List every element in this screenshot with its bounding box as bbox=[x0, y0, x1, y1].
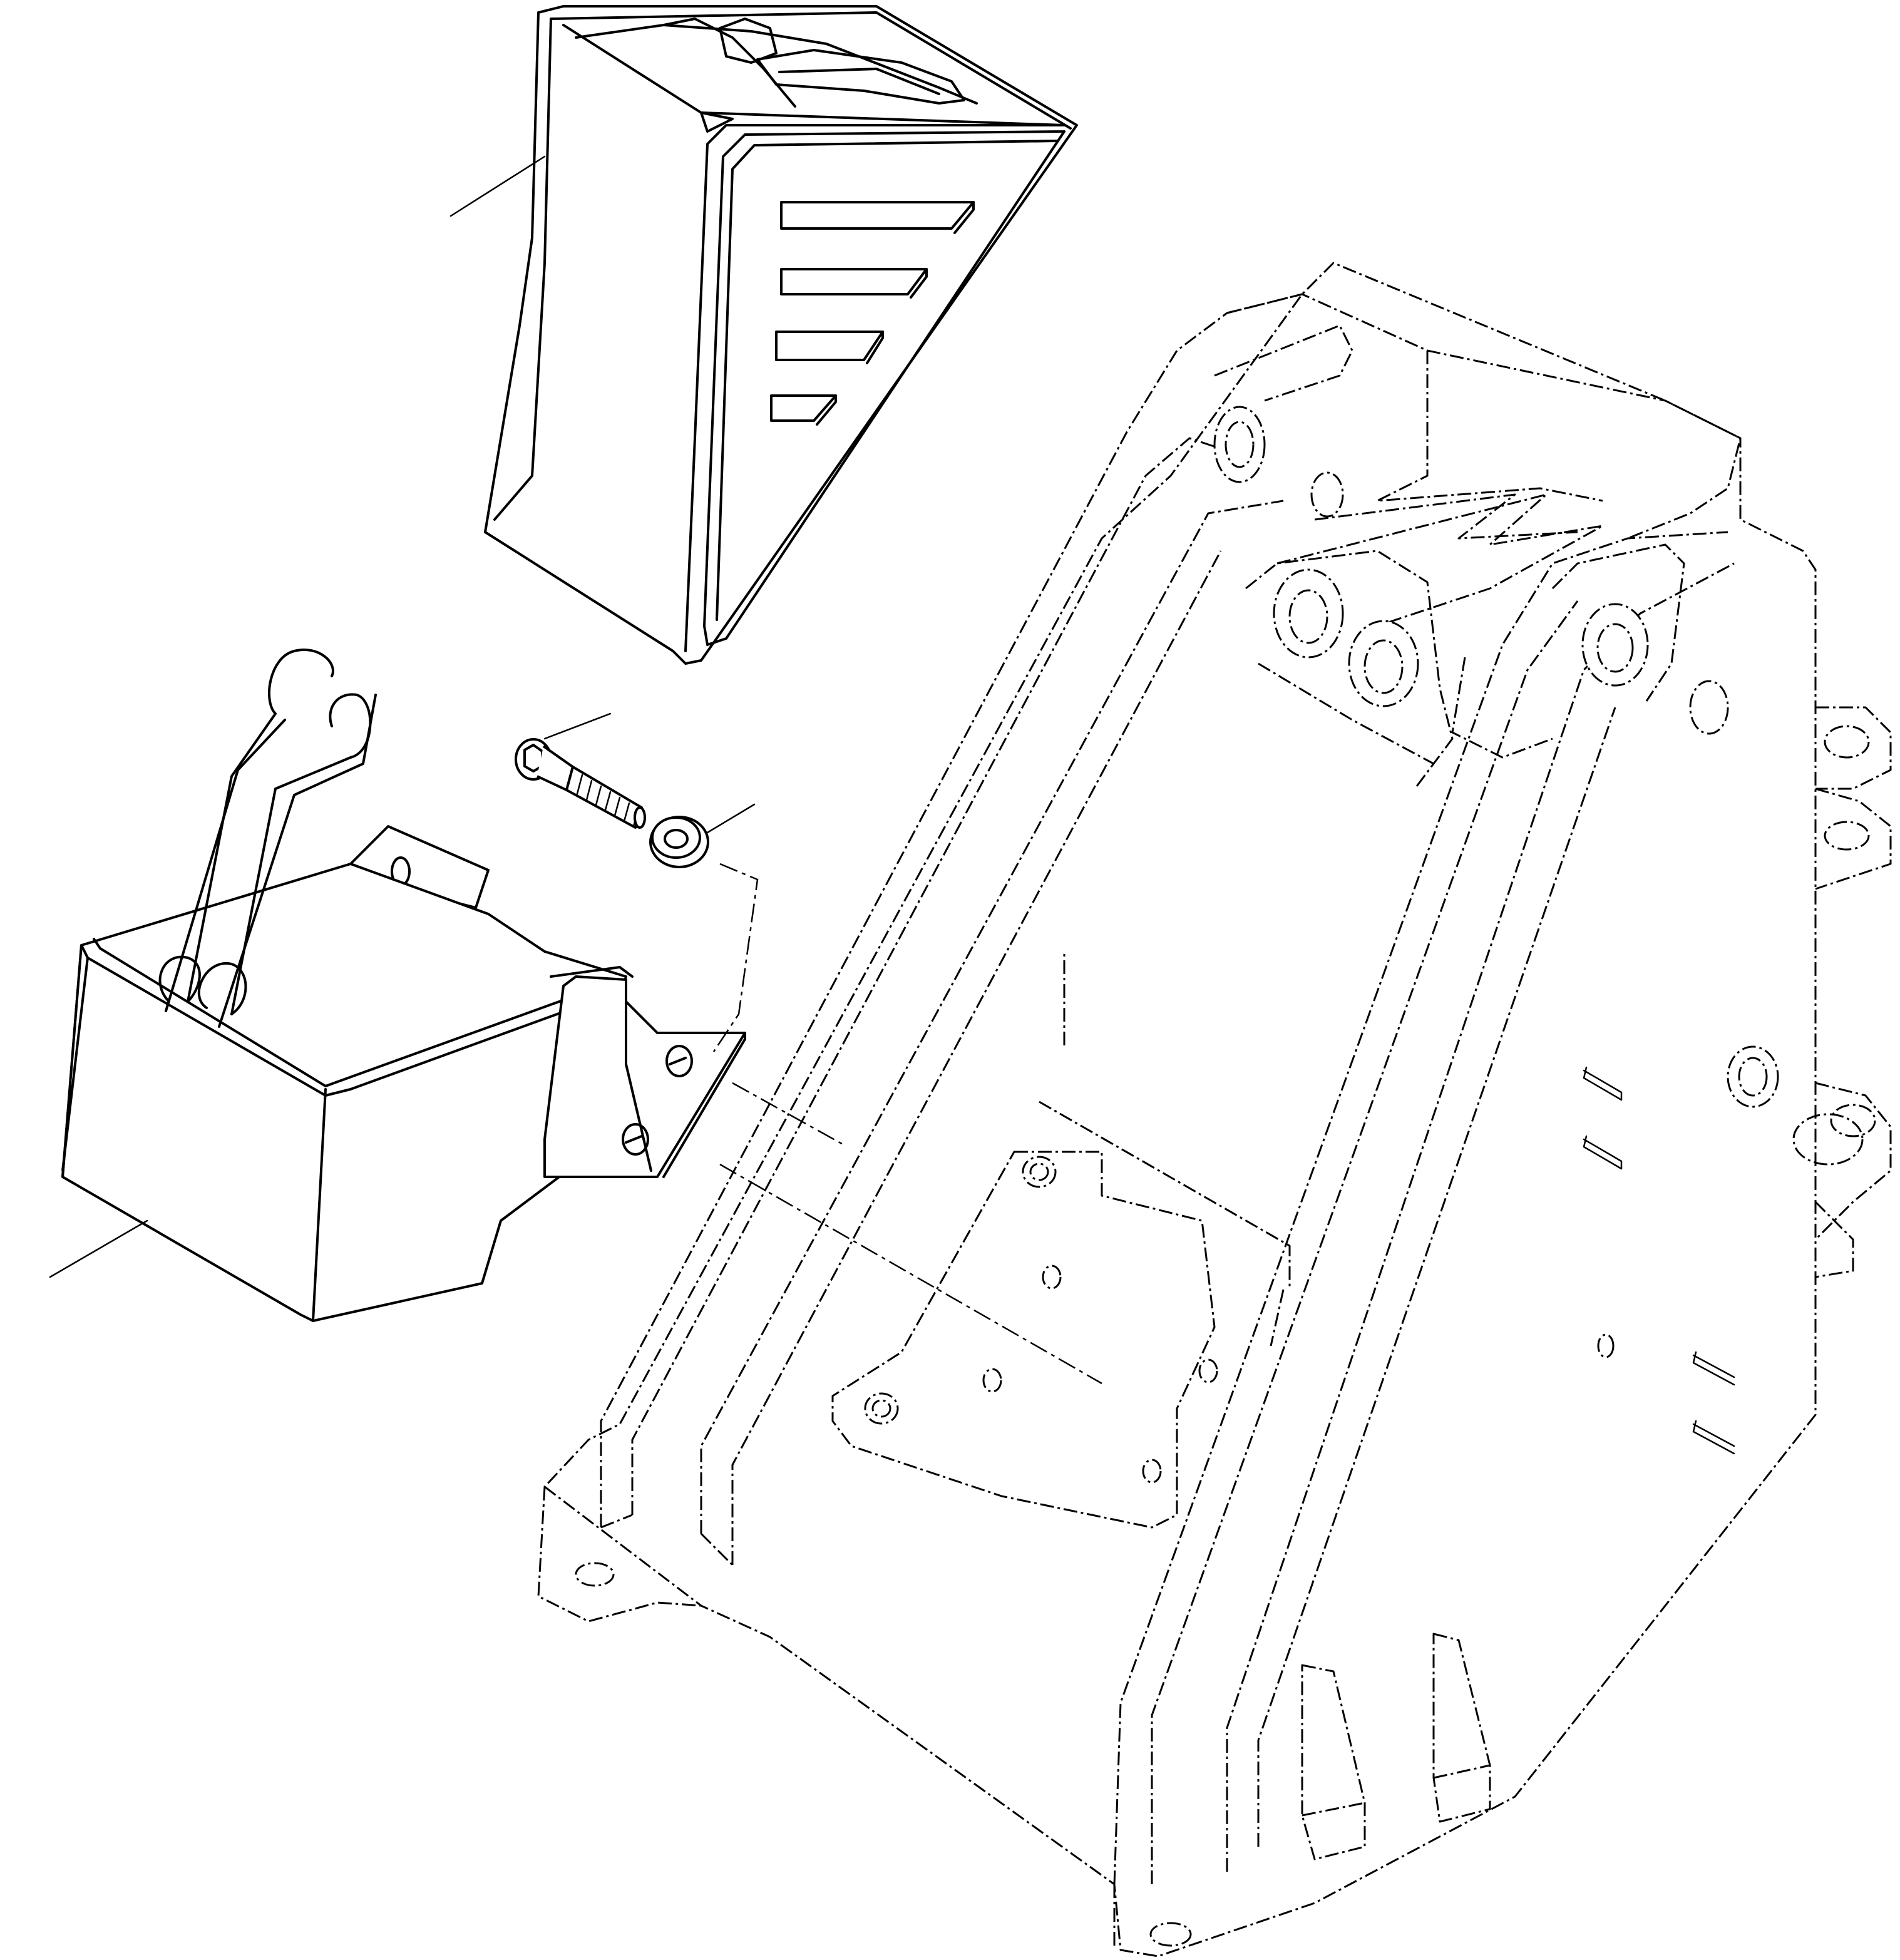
washer bbox=[649, 816, 709, 868]
wire-spring-clip bbox=[158, 649, 377, 1028]
protective-cover bbox=[484, 5, 1078, 665]
base-frame bbox=[537, 262, 1892, 1957]
center-lines bbox=[712, 863, 1102, 1385]
holder-bracket bbox=[61, 825, 746, 1322]
cap-screw bbox=[515, 738, 646, 829]
hex-bolt-head bbox=[1022, 1156, 1057, 1188]
hex-bolt-head bbox=[864, 1392, 899, 1425]
threaded-studs bbox=[1583, 1066, 1735, 1455]
leader-lines bbox=[49, 155, 756, 1278]
